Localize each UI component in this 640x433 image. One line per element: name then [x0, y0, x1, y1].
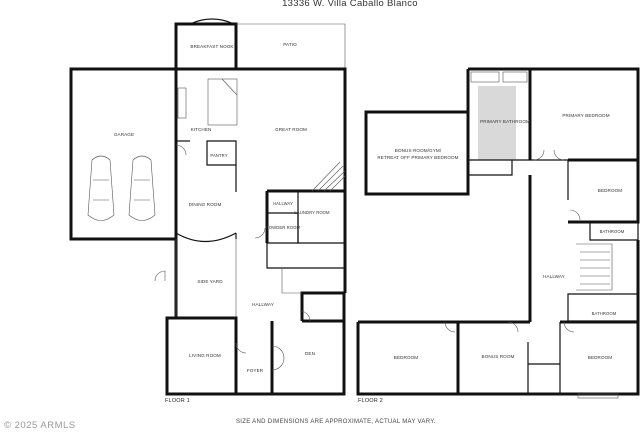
room-laundry-room: LAUNDRY ROOM	[294, 210, 330, 215]
closet-walls	[300, 291, 346, 321]
primary-vanity	[502, 71, 528, 83]
kitchen-island	[207, 78, 238, 126]
kitchen-counter	[177, 87, 187, 119]
room-bedroom-left: BEDROOM	[394, 355, 419, 360]
side-door-swing	[154, 270, 166, 282]
bedroom-br-door	[563, 321, 575, 333]
great-room-top-wall	[176, 67, 347, 160]
room-foyer: FOYER	[247, 368, 264, 373]
room-side-yard: SIDE YARD	[197, 279, 223, 284]
room-great-room: GREAT ROOM	[275, 127, 307, 132]
stair-lower	[281, 268, 302, 294]
bathroom-lower-walls	[567, 293, 639, 322]
room-pantry: PANTRY	[210, 153, 227, 158]
island-angle	[221, 78, 238, 96]
floor-2-label: FLOOR 2	[358, 398, 383, 404]
patio-outline	[236, 23, 346, 69]
bonus-retreat-walls	[364, 110, 470, 196]
den-walls	[236, 319, 346, 396]
room-living-room: LIVING ROOM	[189, 353, 221, 358]
bedroom-door-swing	[569, 209, 581, 221]
room-hallway-f2: HALLWAY	[543, 274, 565, 279]
disclaimer: SIZE AND DIMENSIONS ARE APPROXIMATE, ACT…	[236, 419, 436, 425]
room-bedroom-right: BEDROOM	[598, 188, 623, 193]
closet-door-swing	[299, 310, 311, 322]
laundry-walls	[297, 191, 345, 244]
garage-walls	[69, 67, 178, 241]
den-door-swing	[271, 345, 285, 371]
bottom-row-outer	[356, 322, 640, 396]
room-hallway-upper: HALLWAY	[273, 201, 293, 206]
room-powder-room: POWDER ROOM	[266, 225, 301, 230]
living-door-swing	[235, 342, 247, 354]
floor-1-labels: BREAKFAST NOOK PATIO GARAGE KITCHEN GREA…	[114, 42, 330, 404]
closet-walls	[467, 160, 513, 176]
breakfast-walls	[174, 22, 238, 69]
room-bonus-room: BONUS ROOM	[482, 354, 515, 359]
window-bottom	[577, 393, 619, 399]
breakfast-bay-window	[189, 18, 235, 25]
floor-1-walls	[69, 18, 347, 396]
floor-2-labels: PRIMARY BATHROOM PRIMARY BEDROOM BONUS R…	[358, 113, 625, 404]
primary-top-wall	[468, 67, 640, 160]
primary-tub	[470, 71, 500, 83]
room-primary-bedroom: PRIMARY BEDROOM	[562, 113, 609, 118]
primary-double-door	[533, 149, 565, 161]
stair-walls	[266, 243, 345, 269]
bedroom-door-swing-2	[444, 321, 456, 333]
room-patio: PATIO	[283, 42, 297, 47]
floor-2-walls	[356, 67, 640, 399]
copyright-text: 2025 ARMLS	[14, 420, 76, 431]
car-1-icon	[87, 155, 115, 221]
room-hallway-lower: HALLWAY	[252, 302, 274, 307]
room-garage: GARAGE	[114, 132, 134, 137]
room-bonus-line-2: RETREAT OFF PRIMARY BEDROOM	[377, 155, 458, 160]
room-breakfast-nook: BREAKFAST NOOK	[190, 44, 234, 49]
room-primary-bathroom: PRIMARY BATHROOM	[480, 119, 530, 124]
room-bonus-line-1: BONUS ROOM/GYM/	[395, 148, 442, 153]
room-bathroom-lower: BATHROOM	[592, 311, 617, 316]
kitchen-door-swing	[175, 144, 187, 156]
bonus-door-swing	[507, 321, 519, 333]
powder-door-swing	[254, 227, 266, 239]
room-bedroom-bottom-right: BEDROOM	[588, 355, 613, 360]
plan-title: 13336 W. Villa Caballo Blanco	[282, 0, 418, 9]
room-den: DEN	[305, 351, 315, 356]
floor-1-label: FLOOR 1	[165, 398, 190, 404]
room-kitchen: KITCHEN	[191, 127, 212, 132]
room-dining-room: DINING ROOM	[189, 202, 222, 207]
stair-treads-upper	[311, 161, 346, 192]
copyright-watermark: © 2025 ARMLS	[4, 420, 76, 431]
dining-bay-window	[175, 232, 237, 242]
car-2-icon	[128, 155, 156, 221]
room-bathroom-upper: BATHROOM	[600, 229, 625, 234]
upper-stairs	[576, 243, 613, 291]
primary-shower	[478, 86, 516, 160]
